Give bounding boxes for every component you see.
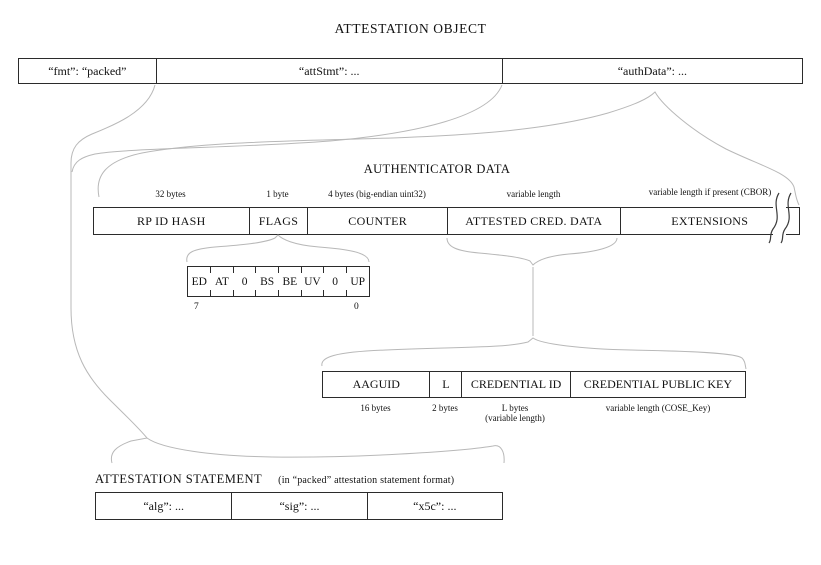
acd-size-label: 2 bytes (432, 403, 458, 413)
attstmt-flow-right-edge (71, 84, 503, 173)
acd-field-credential-public-key: CREDENTIAL PUBLIC KEY (569, 372, 745, 397)
attestation-statement-heading: ATTESTATION STATEMENT (in “packed” attest… (95, 470, 454, 488)
flag-bit-be: BE (278, 267, 302, 296)
field-size-label: variable length if present (CBOR) (648, 187, 772, 197)
attstmt-cell-sig: “sig”: ... (231, 493, 366, 519)
attstmt-cell-alg: “alg”: ... (143, 498, 184, 513)
acd-field-credential-id: CREDENTIAL ID (461, 372, 569, 397)
attested-cred-data-brace-bottom (321, 337, 747, 370)
acd-size-label: variable length (COSE_Key) (605, 403, 711, 413)
flag-bit-bs: BS (255, 267, 279, 296)
field-size-label: 32 bytes (155, 189, 186, 199)
attested-cred-data-brace-top (446, 237, 618, 266)
flags-bits-row: ED AT 0 BS BE UV 0 UP (187, 266, 370, 297)
flag-bit-at: AT (210, 267, 234, 296)
auth-field-attested-cred-data: ATTESTED CRED. DATA (447, 208, 620, 234)
attested-cred-data-row: AAGUID L CREDENTIAL ID CREDENTIAL PUBLIC… (322, 371, 746, 398)
attestation-statement-row: “alg”: ... “sig”: ... “x5c”: ... (95, 492, 503, 520)
field-size-label: 4 bytes (big-endian uint32) (328, 189, 426, 199)
auth-field-flags: FLAGS (248, 208, 308, 234)
attstmt-flow-left-edge (70, 84, 156, 439)
acd-size-line2: (variable length) (485, 413, 545, 423)
acd-size-label: 16 bytes (360, 403, 391, 413)
attobj-cell-authdata: “authData”: ... (501, 59, 802, 83)
acd-size-label: L bytes(variable length) (455, 403, 575, 423)
flag-bit-zero-1: 0 (323, 267, 347, 296)
flag-bit-uv: UV (300, 267, 324, 296)
auth-field-rp-id-hash: RP ID HASH (136, 213, 206, 228)
flag-bit-up: UP (345, 267, 369, 296)
attestation-statement-subtitle: (in “packed” attestation statement forma… (278, 475, 455, 486)
bit-index-msb: 7 (194, 302, 199, 312)
flags-brace (186, 234, 370, 263)
attestation-statement-brace (110, 437, 505, 464)
bit-index-lsb: 0 (354, 302, 359, 312)
attobj-cell-attstmt: “attStmt”: ... (155, 59, 502, 83)
authenticator-data-title: AUTHENTICATOR DATA (363, 162, 511, 176)
acd-size-line1: L bytes (501, 403, 529, 413)
field-size-label: variable length (506, 189, 561, 199)
page-title: ATTESTATION OBJECT (334, 21, 487, 36)
attestation-object-row: “fmt”: “packed” “attStmt”: ... “authData… (18, 58, 803, 84)
flag-bit-ed: ED (191, 275, 207, 288)
flag-bit-zero-5: 0 (232, 267, 256, 296)
attstmt-cell-x5c: “x5c”: ... (366, 493, 502, 519)
attestation-statement-title: ATTESTATION STATEMENT (95, 472, 263, 486)
attobj-cell-fmt: “fmt”: “packed” (48, 63, 127, 78)
acd-field-aaguid: AAGUID (352, 377, 400, 391)
auth-field-counter: COUNTER (307, 208, 447, 234)
auth-field-extensions: EXTENSIONS (619, 208, 799, 234)
authenticator-data-row: RP ID HASH FLAGS COUNTER ATTESTED CRED. … (93, 207, 800, 235)
acd-field-l: L (429, 372, 461, 397)
